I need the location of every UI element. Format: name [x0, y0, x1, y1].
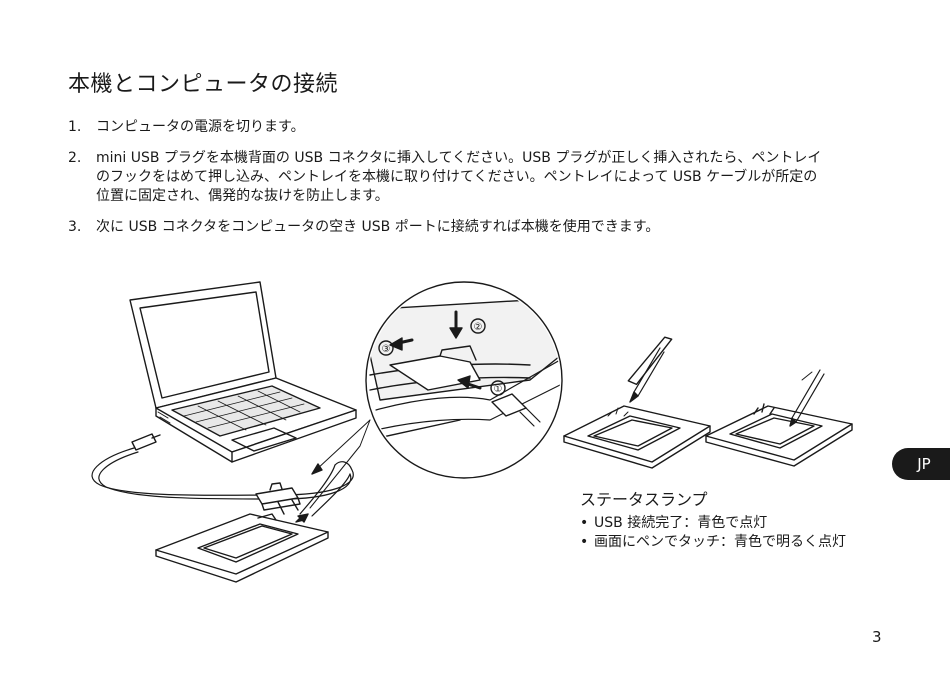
step-text: 次に USB コネクタをコンピュータの空き USB ポートに接続すれば本機を使用… [96, 218, 888, 237]
language-tab: JP [892, 448, 950, 480]
step-number: 1. [68, 118, 96, 137]
status-lamp-title: ステータスランプ [580, 486, 846, 510]
status-lamp-text: USB 接続完了：青色で点灯 [594, 514, 767, 533]
status-lamp-item: • USB 接続完了：青色で点灯 [580, 514, 846, 533]
step-number: 2. [68, 149, 96, 206]
status-lamp-text: 画面にペンでタッチ：青色で明るく点灯 [594, 533, 846, 552]
status-lamp-section: ステータスランプ • USB 接続完了：青色で点灯 • 画面にペンでタッチ：青色… [580, 486, 846, 552]
step-1: 1. コンピュータの電源を切ります。 [68, 118, 888, 137]
callout-2: ② [474, 322, 483, 333]
step-number: 3. [68, 218, 96, 237]
status-lamp-item: • 画面にペンでタッチ：青色で明るく点灯 [580, 533, 846, 552]
bullet-icon: • [580, 514, 594, 533]
tablet-illustration [156, 514, 328, 582]
zoom-detail: ③ ② ① [360, 282, 580, 478]
page-title: 本機とコンピュータの接続 [68, 66, 338, 98]
step-3: 3. 次に USB コネクタをコンピュータの空き USB ポートに接続すれば本機… [68, 218, 888, 237]
status-lamp-list: • USB 接続完了：青色で点灯 • 画面にペンでタッチ：青色で明るく点灯 [580, 514, 846, 552]
tablet-pen-hover-illustration [564, 335, 710, 468]
step-text: mini USB プラグを本機背面の USB コネクタに挿入してください。USB… [96, 149, 888, 206]
page-number: 3 [872, 628, 882, 646]
callout-3: ③ [382, 344, 391, 355]
instruction-list: 1. コンピュータの電源を切ります。 2. mini USB プラグを本機背面の… [68, 118, 888, 249]
bullet-icon: • [580, 533, 594, 552]
step-2: 2. mini USB プラグを本機背面の USB コネクタに挿入してください。… [68, 149, 888, 206]
connection-illustration: ③ ② ① [60, 270, 890, 610]
tablet-pen-touch-illustration [706, 370, 852, 466]
step-text: コンピュータの電源を切ります。 [96, 118, 888, 137]
laptop-illustration [130, 282, 356, 462]
callout-1: ① [494, 384, 503, 395]
